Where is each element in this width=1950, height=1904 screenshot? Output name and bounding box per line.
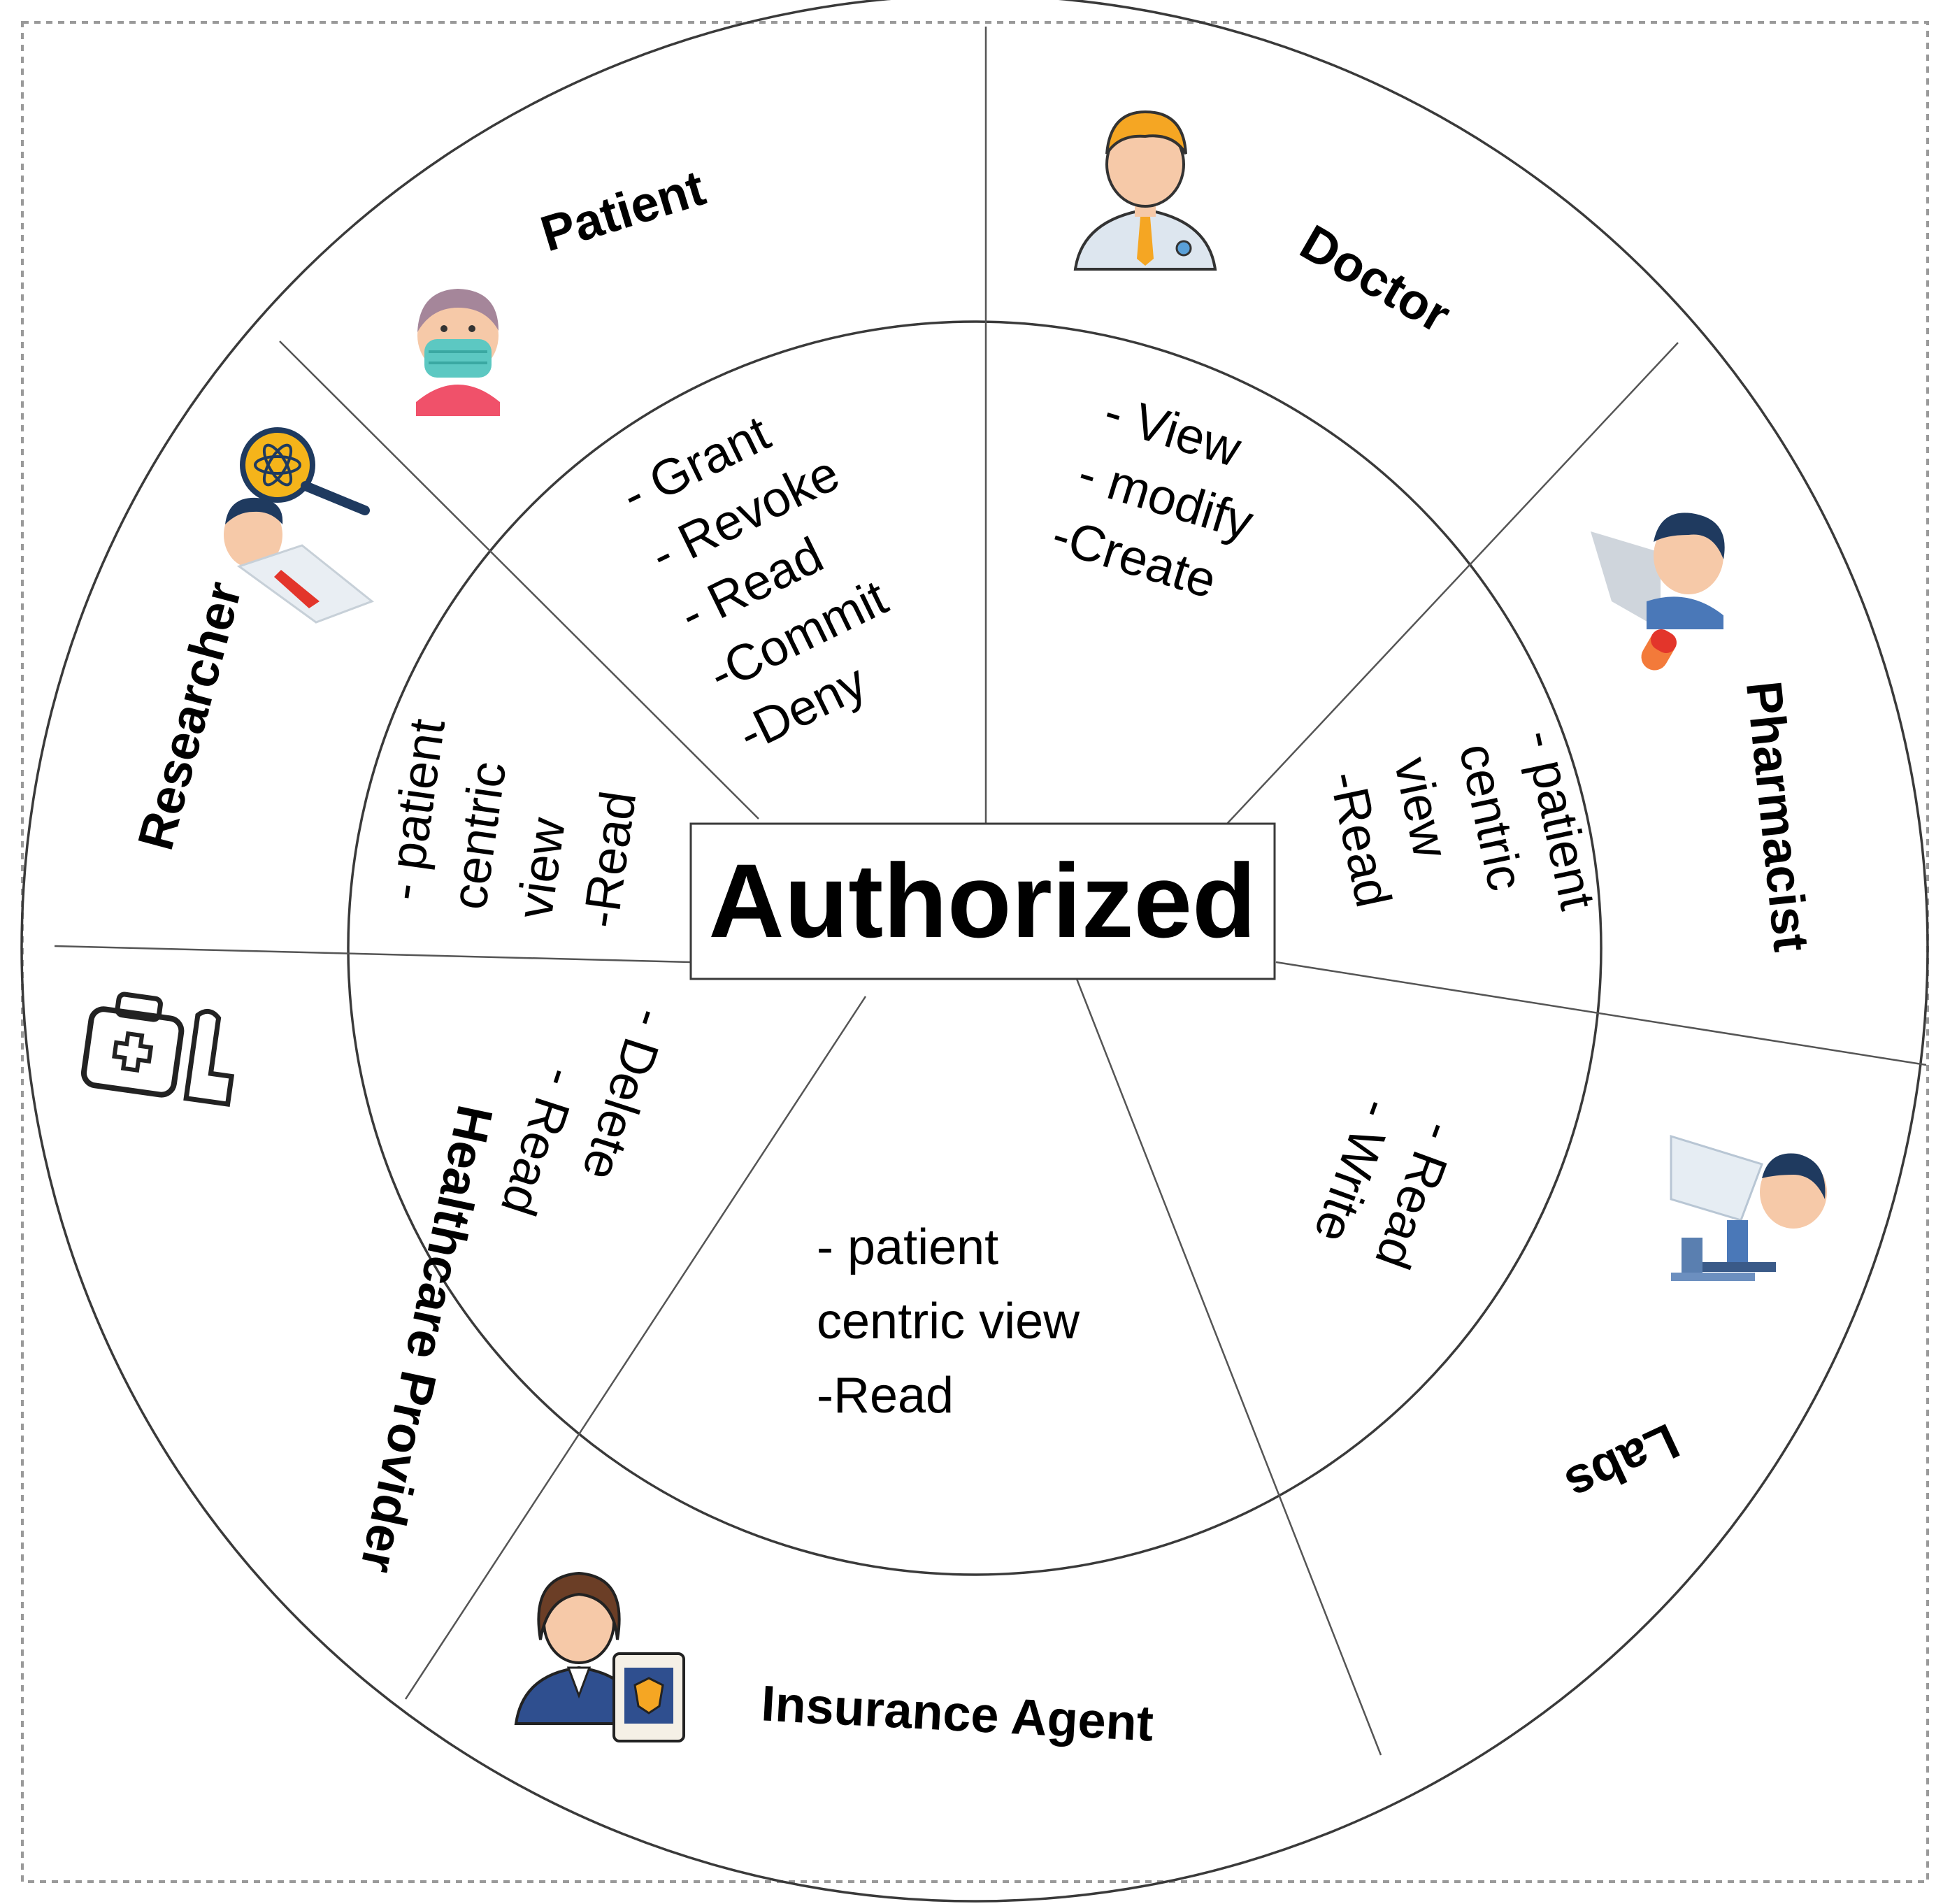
role-label-patient: Patient xyxy=(535,160,712,263)
permission-item: view xyxy=(1384,752,1459,864)
role-label-labs: Labs xyxy=(1557,1412,1687,1513)
divider-insurance-healthcare xyxy=(404,996,867,1700)
lab-scientist-icon xyxy=(1670,1134,1827,1281)
role-label-pharmacist: Pharmacist xyxy=(1735,678,1819,954)
outer-ring xyxy=(20,0,1929,1903)
role-label-healthcare-provider: Healthcare Provider xyxy=(350,1101,503,1577)
insurance-agent-icon xyxy=(514,1571,685,1742)
center-box: Authorized xyxy=(689,822,1276,980)
permission-item: view xyxy=(507,814,576,922)
divider-doctor-pharmacist xyxy=(1226,342,1679,824)
permission-item: - Read xyxy=(490,1061,590,1222)
medical-kit-hand-icon xyxy=(80,992,235,1108)
researcher-icon xyxy=(224,427,374,624)
permission-item: - patient xyxy=(1513,725,1605,915)
role-label-insurance-agent: Insurance Agent xyxy=(760,1675,1155,1752)
divider-researcher-patient xyxy=(279,341,759,819)
permissions-insurance-agent: - patient centric view -Read xyxy=(817,1219,1080,1424)
pharmacist-icon xyxy=(1591,513,1725,671)
masked-patient-icon xyxy=(416,289,500,416)
permissions-healthcare-provider: - Read - Delete xyxy=(490,1002,679,1222)
permission-item: centric xyxy=(441,758,517,912)
role-label-doctor: Doctor xyxy=(1291,215,1460,344)
permissions-labs: - Read - Write xyxy=(1303,1092,1468,1276)
permission-item: centric view xyxy=(817,1294,1080,1350)
permissions-patient: - Grant - Revoke - Read -Commit -Deny xyxy=(613,405,896,763)
permission-item: - patient xyxy=(817,1219,998,1275)
segment-dividers xyxy=(54,27,1927,1756)
role-label-researcher: Researcher xyxy=(127,576,252,856)
permissions-researcher: - patient centric view -Read xyxy=(375,715,647,931)
permission-item: - Delete xyxy=(571,1002,679,1187)
divider-labs-insurance xyxy=(1075,978,1382,1756)
permission-item: - patient xyxy=(375,715,456,903)
divider-pharmacist-labs xyxy=(1275,961,1927,1066)
center-label: Authorized xyxy=(708,842,1256,959)
permission-item: -Read xyxy=(573,788,647,931)
doctor-icon xyxy=(1073,110,1217,271)
permissions-pharmacist: - patient centric view -Read xyxy=(1319,725,1606,915)
permissions-doctor: - View - modify -Create xyxy=(1046,384,1260,610)
divider-healthcare-researcher xyxy=(54,945,691,964)
permission-item: -Read xyxy=(817,1368,954,1424)
inner-ring xyxy=(347,320,1603,1576)
